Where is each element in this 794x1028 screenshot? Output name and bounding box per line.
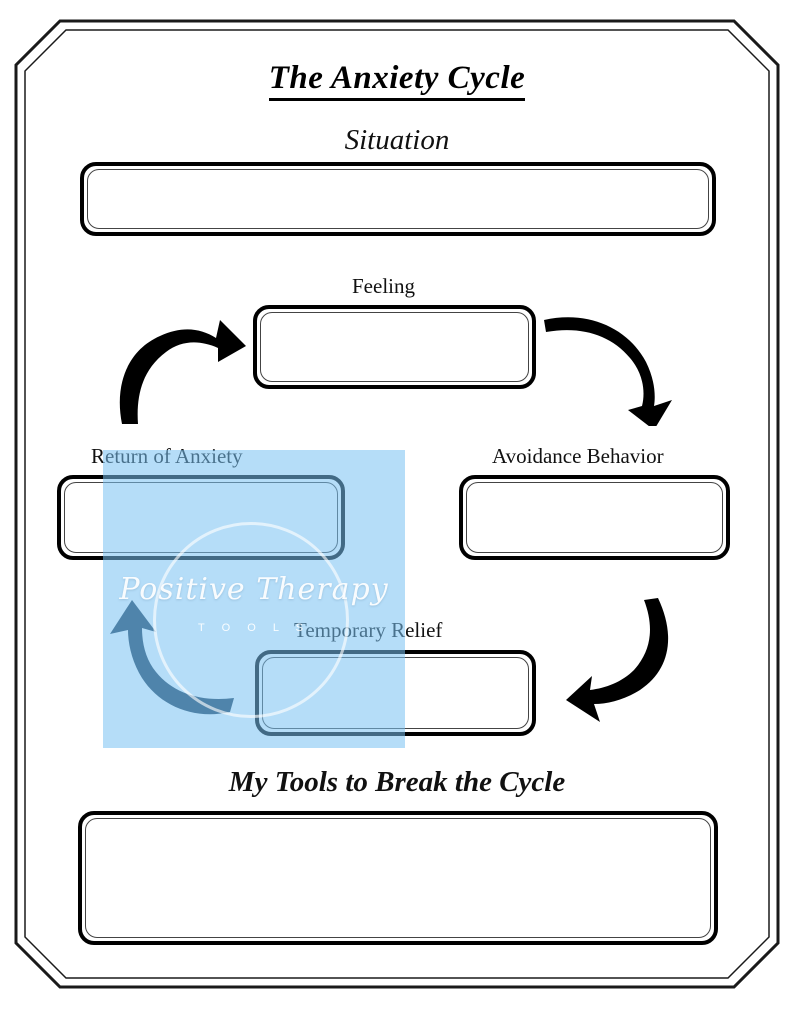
avoidance-behavior-input-box[interactable] <box>459 475 730 560</box>
situation-input-box[interactable] <box>80 162 716 236</box>
watermark-overlay: Positive Therapy T O O L S <box>103 450 405 748</box>
avoidance-behavior-label: Avoidance Behavior <box>492 444 664 468</box>
page-title-text: The Anxiety Cycle <box>268 60 526 101</box>
tools-heading: My Tools to Break the Cycle <box>228 766 566 798</box>
situation-heading: Situation <box>344 124 450 156</box>
curved-arrow-down-left-icon <box>548 596 698 726</box>
feeling-input-box[interactable] <box>253 305 536 389</box>
tools-input-box[interactable] <box>78 811 718 945</box>
watermark-brand-subtitle: T O O L S <box>198 622 310 634</box>
curved-arrow-down-right-icon <box>542 306 682 426</box>
curved-arrow-up-right-icon <box>108 306 248 426</box>
feeling-label: Feeling <box>352 274 415 298</box>
watermark-brand-name: Positive Therapy <box>119 572 389 607</box>
watermark-circle-icon <box>153 522 349 718</box>
page-title: The Anxiety Cycle <box>0 60 794 101</box>
